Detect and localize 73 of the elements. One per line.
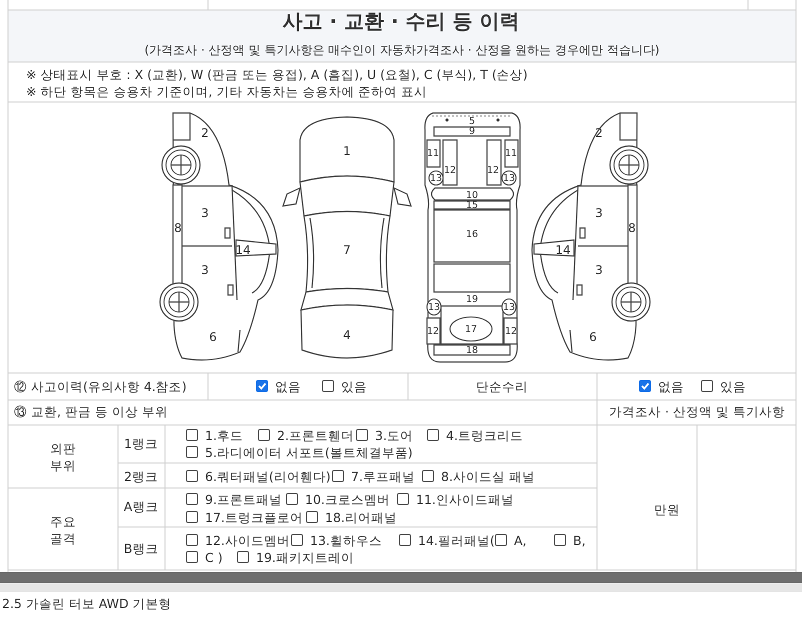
option-label: 18.리어패널 bbox=[325, 510, 397, 526]
callout-number: 6 bbox=[209, 329, 217, 345]
callout-number: 13 bbox=[502, 302, 516, 312]
category-label: 외판 부위 bbox=[49, 440, 77, 474]
callout-number: 9 bbox=[468, 126, 476, 136]
option-label: 12.사이드멤버 bbox=[205, 533, 290, 549]
callout-number: 19 bbox=[466, 294, 478, 304]
title: 사고 · 교환 · 수리 등 이력 bbox=[282, 8, 520, 34]
option-label: 없음 bbox=[658, 379, 684, 395]
category-label: 주요 골격 bbox=[49, 513, 77, 547]
rank-label: 2랭크 bbox=[124, 469, 158, 485]
callout-number: 3 bbox=[201, 262, 209, 278]
option-label: 13.휠하우스 bbox=[310, 533, 382, 549]
option-label: 19.패키지트레이 bbox=[256, 550, 354, 566]
row-label: 단순수리 bbox=[476, 379, 528, 395]
option-label: 17.트렁크플로어 bbox=[205, 510, 303, 526]
option-label: 있음 bbox=[720, 379, 746, 395]
callout-number: 3 bbox=[201, 205, 209, 221]
option-label: 있음 bbox=[341, 379, 367, 395]
callout-number: 5 bbox=[468, 116, 476, 126]
option-label: A, bbox=[514, 533, 527, 549]
rank-label: B랭크 bbox=[124, 541, 158, 557]
rank-label: A랭크 bbox=[124, 499, 158, 515]
callout-number: 11 bbox=[504, 148, 518, 158]
option-label: 14.필러패널( bbox=[418, 533, 495, 549]
option-label: B, bbox=[573, 533, 586, 549]
subtitle: (가격조사 · 산정액 및 특기사항은 매수인이 자동차가격조사 · 산정을 원하는 경우에만 적습니다) bbox=[144, 42, 660, 58]
callout-number: 7 bbox=[343, 242, 351, 258]
option-label: 7.루프패널 bbox=[351, 469, 415, 485]
callout-number: 3 bbox=[595, 205, 603, 221]
column-heading: 가격조사 · 산정액 및 특기사항 bbox=[609, 404, 785, 420]
option-label: 5.라디에이터 서포트(볼트체결부품) bbox=[205, 445, 413, 461]
option-label: 1.후드 bbox=[205, 428, 243, 444]
option-label: 3.도어 bbox=[375, 428, 413, 444]
callout-number: 2 bbox=[595, 125, 603, 141]
amount-unit: 만원 bbox=[654, 502, 680, 518]
callout-number: 2 bbox=[201, 125, 209, 141]
option-label: 2.프론트휀더 bbox=[277, 428, 354, 444]
note-text: ※ 하단 항목은 승용차 기준이며, 기타 자동차는 승용차에 준하여 표시 bbox=[26, 84, 428, 100]
row-label: ⑬ 교환, 판금 등 이상 부위 bbox=[14, 404, 168, 420]
vehicle-name: 2.5 가솔린 터보 AWD 기본형 bbox=[2, 596, 172, 612]
callout-number: 4 bbox=[343, 327, 351, 343]
option-label: 6.쿼터패널(리어휀다) bbox=[205, 469, 331, 485]
callout-number: 6 bbox=[589, 329, 597, 345]
callout-number: 16 bbox=[466, 228, 478, 240]
callout-number: 1 bbox=[343, 143, 351, 159]
callout-number: 8 bbox=[174, 220, 182, 236]
option-label: 없음 bbox=[275, 379, 301, 395]
option-label: C ) bbox=[205, 550, 223, 566]
callout-number: 10 bbox=[466, 190, 478, 200]
note-text: ※ 상태표시 부호 : X (교환), W (판금 또는 용접), A (흠집), U (요철), C (부식), T (손상) bbox=[26, 67, 528, 83]
callout-number: 13 bbox=[430, 172, 442, 184]
rank-label: 1랭크 bbox=[124, 436, 158, 452]
option-label: 9.프론트패널 bbox=[205, 492, 282, 508]
callout-number: 15 bbox=[466, 200, 478, 211]
callout-number: 12 bbox=[486, 164, 500, 176]
option-label: 10.크로스멤버 bbox=[305, 492, 390, 508]
callout-number: 17 bbox=[464, 324, 478, 334]
callout-number: 8 bbox=[628, 220, 636, 236]
callout-number: 12 bbox=[444, 164, 456, 176]
callout-number: 13 bbox=[502, 172, 516, 184]
callout-number: 14 bbox=[555, 242, 571, 258]
callout-number: 14 bbox=[235, 242, 251, 258]
option-label: 11.인사이드패널 bbox=[416, 492, 514, 508]
option-label: 8.사이드실 패널 bbox=[441, 469, 535, 485]
callout-number: 18 bbox=[466, 344, 478, 356]
callout-number: 12 bbox=[426, 326, 440, 336]
row-label: ⑫ 사고이력(유의사항 4.참조) bbox=[14, 379, 187, 395]
option-label: 4.트렁크리드 bbox=[446, 428, 523, 444]
callout-number: 11 bbox=[426, 148, 440, 158]
callout-number: 12 bbox=[504, 326, 518, 336]
callout-number: 3 bbox=[595, 262, 603, 278]
callout-number: 13 bbox=[428, 302, 440, 312]
